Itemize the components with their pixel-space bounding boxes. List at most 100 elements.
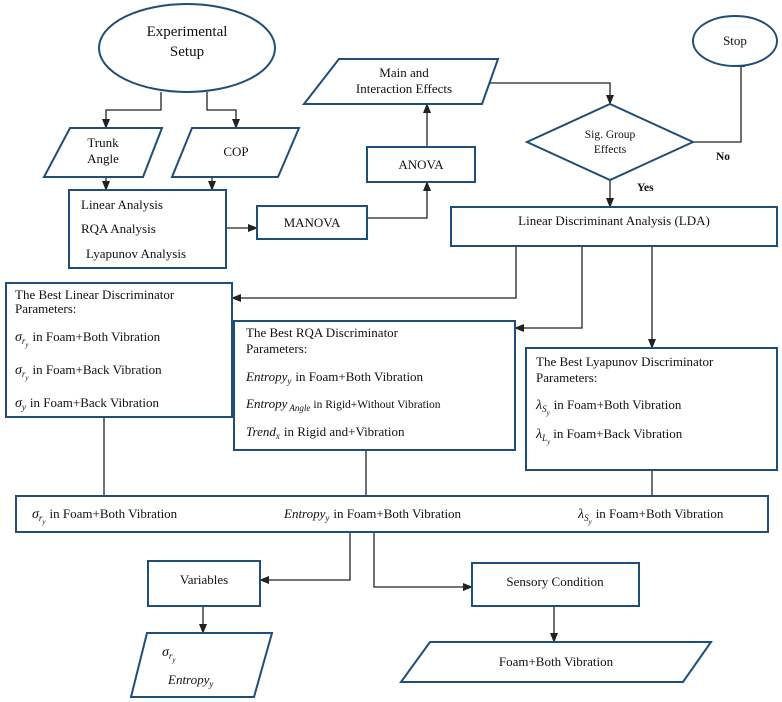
sub-s: S bbox=[584, 513, 589, 523]
sig-group-line1: Sig. Group bbox=[585, 129, 636, 141]
sub-y: y bbox=[588, 518, 593, 526]
result-item-3: λSyin Foam+Both Vibration bbox=[577, 506, 724, 526]
anova-node: ANOVA bbox=[366, 146, 476, 183]
rqa-discriminator-node: The Best RQA Discriminator Parameters: E… bbox=[233, 320, 516, 451]
rqa-analysis-label: RQA Analysis bbox=[81, 221, 156, 236]
lda-node: Linear Discriminant Analysis (LDA) bbox=[450, 206, 778, 247]
output-variables-node: σry Entropyy bbox=[129, 632, 274, 698]
trunk-angle-node: Trunk Angle bbox=[42, 127, 164, 178]
main-effects-line1: Main and bbox=[379, 65, 429, 80]
connectors bbox=[100, 57, 745, 643]
sigma-symbol: σ bbox=[32, 507, 40, 522]
experimental-setup-node: Experimental Setup bbox=[98, 3, 276, 93]
sensory-condition-label: Sensory Condition bbox=[506, 574, 604, 589]
manova-label: MANOVA bbox=[284, 215, 341, 230]
sub-r: r bbox=[39, 513, 43, 523]
result-item-1-text: in Foam+Both Vibration bbox=[50, 506, 178, 521]
lyap-item-1-text: in Foam+Both Vibration bbox=[554, 397, 682, 412]
entropy-symbol: Entropy bbox=[283, 506, 326, 521]
result-item-3-text: in Foam+Both Vibration bbox=[596, 506, 724, 521]
sig-group-effects-node: Sig. Group Effects bbox=[524, 102, 696, 182]
linear-item-1-text: in Foam+Both Vibration bbox=[33, 329, 161, 344]
lyap-param-1: λSyin Foam+Both Vibration bbox=[535, 397, 682, 417]
lambda-symbol: λ bbox=[577, 507, 584, 522]
edge-label-yes: Yes bbox=[637, 182, 654, 194]
entropy-symbol: Entropy bbox=[167, 672, 210, 687]
connector-lda-linear bbox=[231, 246, 517, 302]
rqa-item-3-text: in Rigid and+Vibration bbox=[284, 424, 405, 439]
rqa-title-line1: The Best RQA Discriminator bbox=[246, 325, 399, 340]
sub-x: x bbox=[275, 431, 280, 441]
cop-node: COP bbox=[170, 127, 301, 178]
rqa-item-2-text: in Rigid+Without Vibration bbox=[313, 399, 440, 411]
sub-r: r bbox=[22, 369, 26, 379]
variables-node: Variables bbox=[147, 560, 261, 607]
lyapunov-discriminator-node: The Best Lyapunov Discriminator Paramete… bbox=[525, 347, 778, 471]
sub-y: y bbox=[24, 341, 29, 349]
foam-both-vibration-node: Foam+Both Vibration bbox=[399, 641, 713, 683]
sub-y: y bbox=[21, 402, 26, 412]
linear-title-line1: The Best Linear Discriminator bbox=[15, 287, 175, 302]
sigma-symbol: σ bbox=[162, 645, 170, 660]
lambda-symbol: λ bbox=[535, 398, 542, 413]
foam-both-vibration-label: Foam+Both Vibration bbox=[499, 654, 614, 669]
linear-item-2-text: in Foam+Back Vibration bbox=[33, 362, 163, 377]
stop-label: Stop bbox=[723, 33, 747, 48]
connector-effects-sig bbox=[482, 82, 614, 105]
linear-item-3-text: in Foam+Back Vibration bbox=[30, 395, 160, 410]
connector-setup-trunk bbox=[102, 92, 162, 129]
main-interaction-effects-node: Main and Interaction Effects bbox=[301, 58, 500, 105]
connector-lda-rqa bbox=[514, 246, 583, 332]
sub-r: r bbox=[169, 651, 173, 661]
sigma-symbol: σ bbox=[15, 363, 23, 378]
edge-label-no: No bbox=[716, 151, 730, 163]
sub-y: y bbox=[546, 409, 551, 417]
cop-label: COP bbox=[223, 144, 248, 159]
manova-node: MANOVA bbox=[256, 205, 368, 240]
sub-y: y bbox=[324, 513, 329, 523]
sig-group-line2: Effects bbox=[594, 144, 627, 156]
rqa-title-line2: Parameters: bbox=[246, 341, 307, 356]
linear-param-2: σry in Foam+Back Vibration bbox=[15, 362, 162, 382]
lyap-param-2: λLyin Foam+Back Vibration bbox=[535, 426, 683, 446]
result-item-2: Entropyy in Foam+Both Vibration bbox=[283, 506, 462, 523]
sub-y: y bbox=[546, 438, 551, 446]
linear-analysis-label: Linear Analysis bbox=[81, 197, 163, 212]
sigma-symbol: σ bbox=[15, 330, 23, 345]
sub-y: y bbox=[24, 374, 29, 382]
lyapunov-analysis-label: Lyapunov Analysis bbox=[86, 246, 186, 261]
trunk-angle-line1: Trunk bbox=[87, 135, 119, 150]
connector-manova-anova bbox=[367, 181, 431, 219]
sub-y: y bbox=[286, 376, 291, 386]
sub-y: y bbox=[208, 679, 213, 689]
linear-param-1: σryin Foam+Both Vibration bbox=[15, 329, 161, 349]
sigma-symbol: σ bbox=[15, 396, 23, 411]
result-item-2-text: in Foam+Both Vibration bbox=[333, 506, 461, 521]
linear-discriminator-node: The Best Linear Discriminator Parameters… bbox=[5, 282, 233, 418]
sub-s: S bbox=[542, 404, 547, 414]
stop-node: Stop bbox=[692, 15, 778, 67]
result-item-1: σry in Foam+Both Vibration bbox=[32, 506, 178, 526]
sub-l: L bbox=[541, 433, 547, 443]
lyap-item-2-text: in Foam+Back Vibration bbox=[553, 426, 683, 441]
anova-label: ANOVA bbox=[398, 157, 444, 172]
variables-label: Variables bbox=[180, 572, 228, 587]
lambda-symbol: λ bbox=[535, 427, 542, 442]
sub-y: y bbox=[41, 518, 46, 526]
connector-setup-cop bbox=[206, 92, 240, 129]
experimental-setup-line1: Experimental bbox=[147, 24, 228, 40]
sub-y: y bbox=[171, 656, 176, 664]
sub-angle: Angle bbox=[288, 403, 310, 413]
lyap-title-line2: Parameters: bbox=[536, 370, 597, 385]
analysis-node: Linear Analysis RQA Analysis Lyapunov An… bbox=[68, 189, 227, 269]
lda-label: Linear Discriminant Analysis (LDA) bbox=[518, 213, 710, 228]
linear-param-3: σy in Foam+Back Vibration bbox=[15, 395, 159, 412]
experimental-setup-line2: Setup bbox=[170, 44, 204, 60]
output-entropy: Entropyy bbox=[167, 672, 213, 689]
sensory-condition-node: Sensory Condition bbox=[471, 562, 640, 607]
connector-sig-stop bbox=[693, 57, 745, 143]
